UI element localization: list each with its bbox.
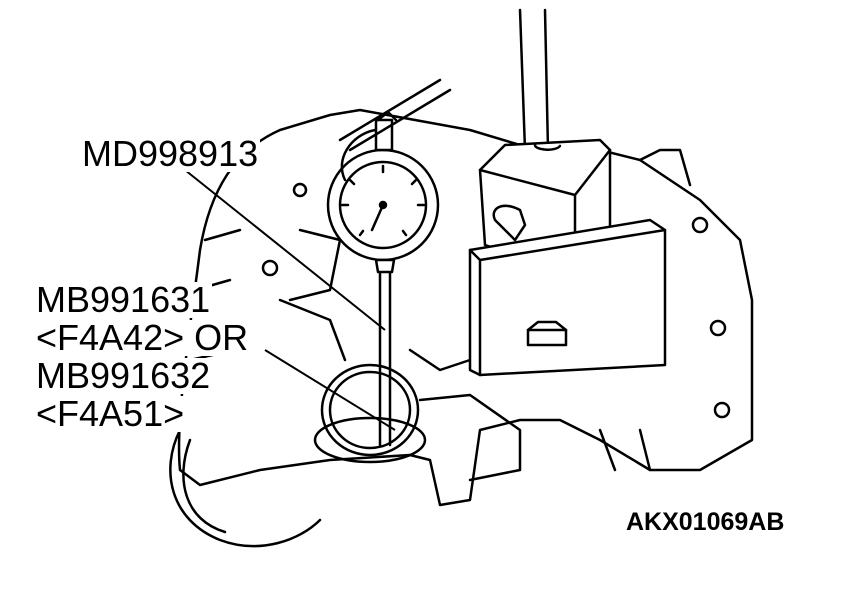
figure-code: AKX01069AB [626, 508, 785, 536]
callout-f4a42-or: <F4A42> OR [34, 317, 251, 358]
bearing-bore [320, 363, 420, 457]
callout-mb991631: MB991631 [34, 279, 213, 320]
callout-mb991632: MB991632 [34, 355, 213, 396]
dial-indicator [326, 110, 440, 447]
leader-mb991631 [264, 349, 396, 431]
leader-md998913 [184, 169, 386, 331]
callout-f4a51: <F4A51> [34, 393, 187, 434]
magnetic-stand [468, 138, 667, 377]
callout-md998913: MD998913 [80, 133, 261, 174]
